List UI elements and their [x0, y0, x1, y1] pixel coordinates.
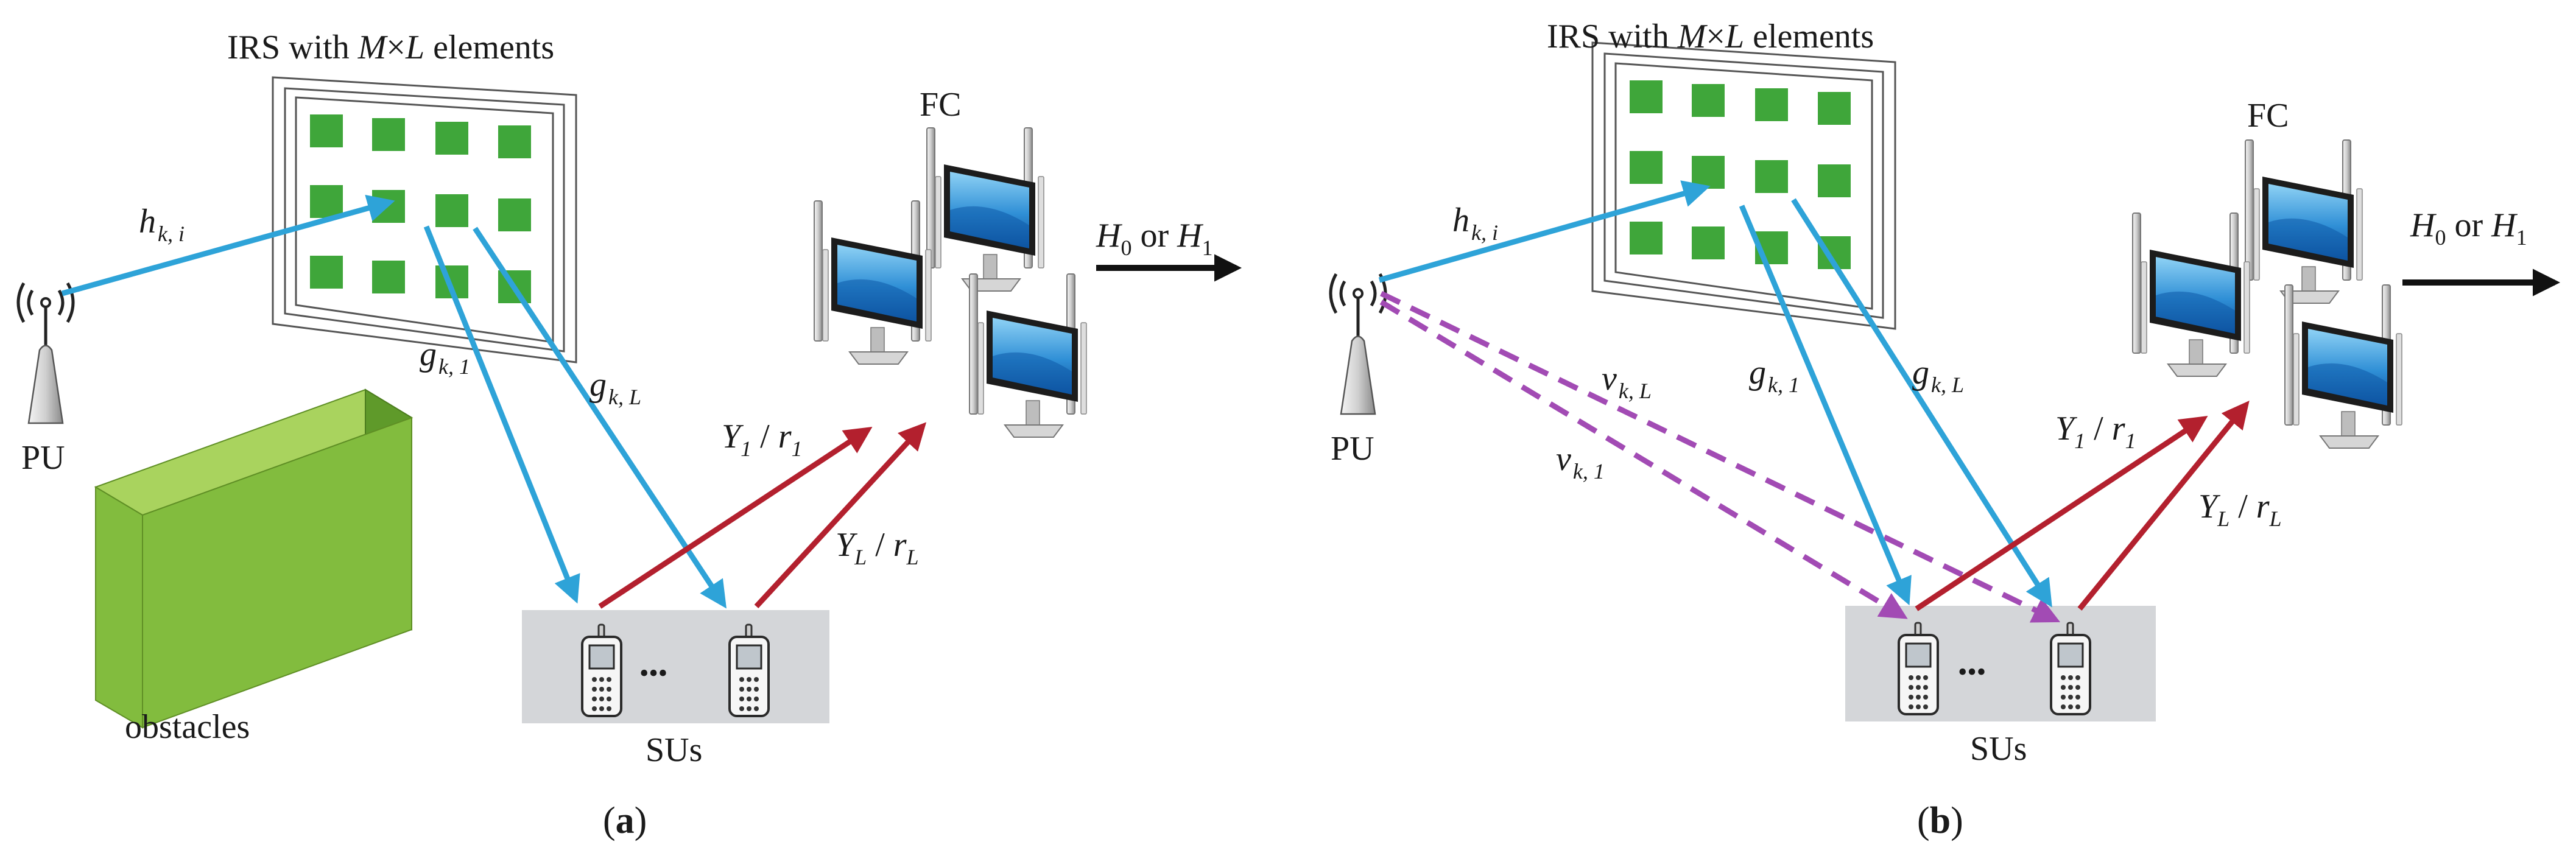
decision-label: H0 or H1 — [1096, 217, 1213, 260]
irs-surface-b — [1591, 41, 1896, 330]
link-h-ki — [61, 194, 395, 297]
irs-elements-b — [1630, 80, 1851, 269]
su-phone-icon-1 — [581, 623, 622, 717]
fc-computer-icon-1-b — [2245, 139, 2363, 304]
pu-tower-icon-b — [1331, 274, 1385, 414]
label-y1-r1: Y1 / r1 — [722, 418, 803, 461]
label-v-kL: vk, L — [1602, 360, 1652, 403]
link-yL-rL — [754, 422, 927, 609]
fc-computer-icon-3 — [969, 273, 1087, 438]
label-h-ki-b: hk, i — [1452, 202, 1498, 245]
label-y1-r1-b: Y1 / r1 — [2055, 410, 2136, 453]
fc-computer-icon-1 — [926, 127, 1044, 292]
label-g-kL: gk, L — [589, 366, 641, 409]
label-yL-rL: YL / rL — [836, 526, 919, 569]
fc-label-b: FC — [2247, 97, 2289, 135]
label-yL-rL-b: YL / rL — [2198, 488, 2282, 531]
link-g-kL-b — [1791, 198, 2052, 608]
link-v-kL — [1380, 290, 2061, 623]
label-h-ki: hk, i — [139, 203, 185, 246]
su-ellipsis: ••• — [639, 658, 667, 688]
link-g-kL — [473, 226, 727, 609]
pu-label: PU — [21, 439, 65, 477]
panel-a: IRS with M×L elements obstacles PU ••• S… — [18, 29, 1242, 841]
sus-label-b: SUs — [1970, 730, 2027, 768]
fc-computer-icon-3-b — [2284, 284, 2402, 449]
sus-label: SUs — [646, 731, 702, 769]
link-g-k1-b — [1739, 205, 1912, 606]
caption-b: (b) — [1917, 800, 1963, 841]
label-g-k1: gk, 1 — [420, 335, 470, 379]
pu-tower-icon — [18, 283, 73, 423]
link-y1-r1 — [598, 427, 873, 609]
obstacles-label: obstacles — [125, 708, 250, 746]
su-group-box — [522, 610, 829, 723]
su-ellipsis-b: ••• — [1958, 657, 1986, 687]
fc-computer-icon-2-b — [2132, 212, 2250, 377]
link-y1-r1-b — [1915, 416, 2208, 611]
fc-label: FC — [920, 86, 962, 124]
link-g-k1 — [423, 225, 580, 604]
caption-a: (a) — [603, 800, 647, 841]
label-v-k1: vk, 1 — [1556, 440, 1605, 483]
label-g-kL-b: gk, L — [1912, 354, 1964, 397]
su-phone-icon-L-b — [2050, 622, 2091, 715]
link-yL-rL-b — [2077, 401, 2250, 611]
fc-computer-icon-2 — [814, 200, 932, 365]
decision-label-b: H0 or H1 — [2410, 206, 2527, 250]
su-phone-icon-L — [728, 623, 770, 717]
pu-label-b: PU — [1331, 430, 1374, 468]
su-group-box-b — [1845, 606, 2156, 721]
link-h-ki-b — [1378, 180, 1711, 283]
su-phone-icon-1-b — [1898, 622, 1939, 715]
link-v-k1 — [1379, 300, 1908, 619]
irs-label: IRS with M×L elements — [227, 29, 554, 66]
obstacle-wall — [94, 388, 413, 729]
label-g-k1-b: gk, 1 — [1749, 354, 1800, 397]
irs-label-b: IRS with M×L elements — [1547, 18, 1874, 55]
panel-b: IRS with M×L elements PU ••• SUs FC hk, … — [1331, 18, 2560, 841]
